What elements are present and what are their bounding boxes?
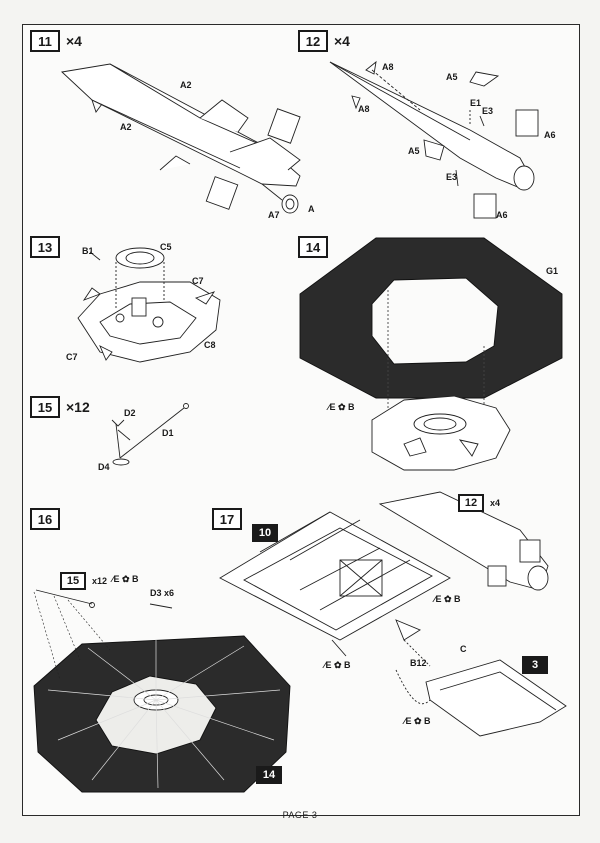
page-number: PAGE 3 [282,810,318,820]
glue-callout: ∕E ✿ B [112,574,139,584]
part-label-e1: E1 [470,98,482,108]
step-12-header: 12 ×4 [298,30,350,52]
part-label-a5: A5 [408,146,420,156]
glue-icon: ∕ [112,574,114,584]
part-label-c5: C5 [160,242,172,252]
step-number: 16 [30,508,60,530]
step-reference-number: 12 [458,494,484,512]
multiplier: ×4 [66,33,82,49]
part-label-a7: A7 [268,210,280,220]
ring-step14 [299,237,563,471]
step-reference-10: 10 [252,524,278,542]
step-number: 15 [30,396,60,418]
step-number: 12 [298,30,328,52]
step-12-reference: 12 x4 [458,494,500,512]
step-15-header: 15 ×12 [30,396,90,418]
part-label-a6: A6 [496,210,508,220]
part-label-d2: D2 [124,408,136,418]
part-label-b1: B1 [82,246,94,256]
hub-step13 [77,247,221,363]
step-13-header: 13 [30,236,60,258]
base-step16 [33,589,291,793]
step-11-header: 11 ×4 [30,30,82,52]
step-14-header: 14 [298,236,328,258]
part-label-g1: G1 [546,266,559,276]
multiplier: x4 [490,498,501,508]
rod-step15 [111,403,189,466]
part-label-a8: A8 [382,62,394,72]
part-label-a2: A2 [120,122,132,132]
launcher-step17 [219,491,567,737]
step-number: 13 [30,236,60,258]
glue-callout: ∕E ✿ B [324,660,351,670]
part-label-d1: D1 [162,428,174,438]
step-reference-14: 14 [256,766,282,784]
glue-callout: ∕E ✿ B [404,716,431,726]
glue-icon: ∕ [324,660,326,670]
part-label-c: C [460,644,467,654]
part-label-c7: C7 [192,276,204,286]
part-label-a: A [308,204,315,214]
step-number: 11 [30,30,60,52]
part-label-c8: C8 [204,340,216,350]
step-15-reference: 15 x12 [60,572,107,590]
glue-callout: ∕E ✿ B [328,402,355,412]
part-label-c7: C7 [66,352,78,362]
step-number: 14 [298,236,328,258]
glue-icon: ∕ [328,402,330,412]
part-label-a6: A6 [544,130,556,140]
glue-icon: ∕ [434,594,436,604]
step-17-header: 17 [212,508,242,530]
missile-step12 [329,60,539,219]
part-label-a5: A5 [446,72,458,82]
part-label-e3: E3 [446,172,458,182]
part-label-e3: E3 [482,106,494,116]
step-number: 17 [212,508,242,530]
part-label-b12: B12 [410,658,427,668]
multiplier: ×4 [334,33,350,49]
multiplier: x12 [92,576,108,586]
glue-callout: ∕E ✿ B [434,594,461,604]
multiplier: ×12 [66,399,90,415]
part-label-a8: A8 [358,104,370,114]
part-label-d3: D3 x6 [150,588,175,598]
step-reference-number: 15 [60,572,86,590]
part-label-d4: D4 [98,462,110,472]
step-reference-3: 3 [522,656,548,674]
part-label-a2: A2 [180,80,192,90]
step-16-header: 16 [30,508,60,530]
missile-step11 [61,63,301,214]
glue-icon: ∕ [404,716,406,726]
